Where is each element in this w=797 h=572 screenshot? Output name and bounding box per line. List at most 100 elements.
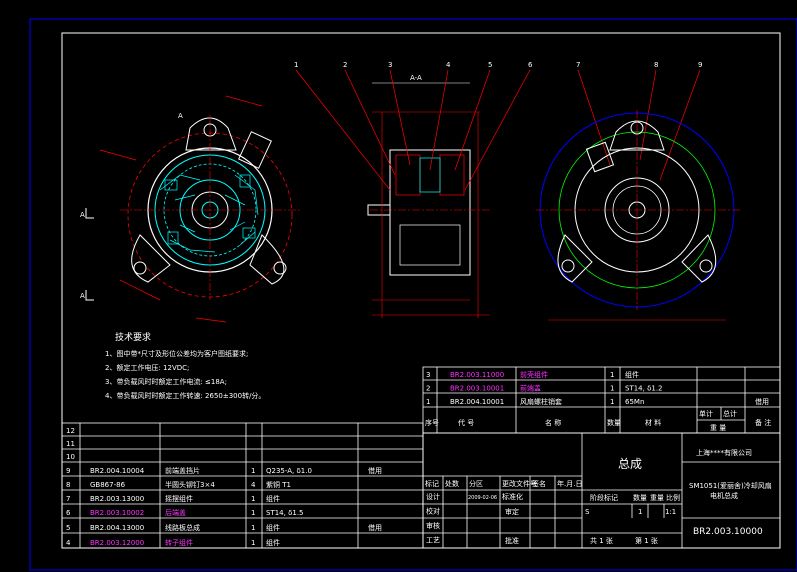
connector-housing: [238, 131, 272, 169]
part-material: ST14, δ1.5: [266, 509, 304, 517]
svg-text:1: 1: [638, 508, 642, 516]
part-no: 10: [66, 453, 75, 461]
mounting-lug-top: [185, 117, 237, 151]
sign-row-label: 设计: [426, 492, 440, 501]
tech-requirements: 技术要求 1、图中带*尺寸及形位公差均为客户图纸要求; 2、额定工作电压: 12V…: [105, 331, 265, 400]
tech-title: 技术要求: [115, 331, 151, 343]
part-qty: 4: [251, 481, 256, 489]
svg-text:名 称: 名 称: [545, 418, 561, 427]
part-code: BR2.004.13000: [90, 524, 144, 532]
section-marker-a-top: A: [178, 112, 183, 120]
part-name: 风扇螺柱销套: [520, 397, 562, 406]
sign-row-label: 校对: [426, 507, 440, 516]
rear-view: [536, 110, 740, 321]
part-qty: 1: [251, 524, 255, 532]
part-qty: 1: [610, 371, 614, 379]
title-block: 总成 上海****有限公司 SM1051(爱丽舍)冷却风扇 电机总成 BR2.0…: [425, 448, 772, 545]
svg-text:2009-02-06: 2009-02-06: [468, 495, 497, 501]
sign-row-label: 工艺: [426, 537, 440, 545]
part-name: 前端盖: [520, 384, 541, 393]
shaft-section: [367, 204, 391, 216]
svg-text:审定: 审定: [505, 507, 519, 516]
svg-text:第 1 张: 第 1 张: [635, 536, 658, 545]
svg-text:单计: 单计: [699, 409, 713, 418]
part-name: 半圆头铆钉3×4: [165, 480, 215, 489]
part-no: 4: [66, 539, 71, 547]
tech-item: 4、带负载风时时额定工作转速: 2650±300转/分。: [105, 391, 265, 400]
mounting-lug-right: [249, 234, 285, 285]
section-title: A-A: [410, 74, 422, 82]
tech-item: 1、图中带*尺寸及形位公差均为客户图纸要求;: [105, 349, 248, 358]
part-code: BR2.003.13000: [90, 495, 144, 503]
mounting-lug-left: [131, 234, 171, 283]
rev-col-header: 签名: [532, 479, 546, 488]
rev-col-header: 年.月.日: [557, 479, 582, 488]
tech-item: 2、额定工作电压: 12VDC;: [105, 363, 189, 372]
part-no: 3: [426, 371, 430, 379]
part-no: 7: [66, 495, 70, 503]
part-no: 2: [426, 385, 430, 393]
svg-text:总计: 总计: [723, 409, 737, 418]
part-material: Q235-A, δ1.0: [266, 467, 312, 475]
svg-text:重 量: 重 量: [710, 424, 726, 432]
part-name: 前端盖挡片: [165, 466, 200, 475]
rev-col-header: 标记: [425, 479, 439, 488]
part-qty: 1: [610, 385, 614, 393]
stage-header: 阶段标记: [590, 493, 618, 502]
part-code: GB867-86: [90, 481, 126, 489]
part-no: 5: [66, 524, 70, 532]
part-material: 组件: [266, 494, 280, 503]
front-view-details: [159, 174, 259, 253]
product-name: SM1051(爱丽舍)冷却风扇: [689, 481, 772, 490]
section-rotor: [419, 157, 441, 193]
part-material: 紫铜 T1: [266, 480, 291, 489]
balloon-1: 1: [294, 61, 298, 69]
outer-border: [29, 18, 797, 571]
section-arrows: [85, 208, 94, 301]
tech-item: 3、带负载风时时额定工作电流: ≤18A;: [105, 377, 227, 386]
rear-hole-right: [699, 259, 713, 273]
svg-text:代 号: 代 号: [458, 418, 474, 427]
svg-text:批准: 批准: [505, 536, 519, 545]
part-material: 组件: [266, 538, 280, 547]
stage-header: 重量: [650, 494, 664, 502]
balloon-6: 6: [528, 61, 533, 69]
rev-col-header: 处数: [445, 479, 459, 488]
section-marker-a-left: A: [80, 211, 85, 219]
rear-lug-top: [609, 120, 665, 151]
sign-row-label: 审核: [426, 521, 440, 530]
parts-header: 序号 代 号 名 称 数量 材 料 单计 总计 重 量 备 注: [425, 409, 771, 432]
balloon-7: 7: [576, 61, 580, 69]
section-view: A-A: [367, 74, 490, 318]
part-name: 后端盖: [165, 508, 186, 517]
section-winding-right: [439, 154, 465, 196]
svg-text:材 料: 材 料: [645, 418, 661, 427]
part-no: 9: [66, 467, 70, 475]
part-name: 摇摆组件: [165, 494, 193, 503]
part-material: 组件: [625, 370, 639, 379]
mounting-hole-right: [273, 261, 287, 275]
rear-hole-left: [561, 259, 575, 273]
svg-text:序号: 序号: [425, 418, 439, 427]
part-material: 65Mn: [625, 398, 644, 406]
balloon-9: 9: [698, 61, 702, 69]
svg-text:S: S: [585, 508, 590, 516]
part-code: BR2.003.12000: [90, 539, 144, 547]
part-code: BR2.004.10001: [450, 398, 504, 406]
balloon-2: 2: [343, 61, 347, 69]
svg-text:标准化: 标准化: [502, 492, 523, 501]
part-no: 12: [66, 427, 75, 435]
part-qty: 1: [251, 495, 255, 503]
svg-text:备 注: 备 注: [755, 418, 771, 427]
part-code: BR2.003.11000: [450, 371, 504, 379]
svg-text:数量: 数量: [607, 418, 621, 427]
mounting-hole-left: [133, 261, 147, 275]
part-note: 借用: [368, 466, 382, 475]
part-no: 8: [66, 481, 70, 489]
rev-col-header: 更改文件号: [502, 479, 537, 488]
rear-lug-right: [681, 234, 717, 283]
product-name-2: 电机总成: [710, 491, 738, 500]
svg-text:1:1: 1:1: [665, 508, 676, 516]
